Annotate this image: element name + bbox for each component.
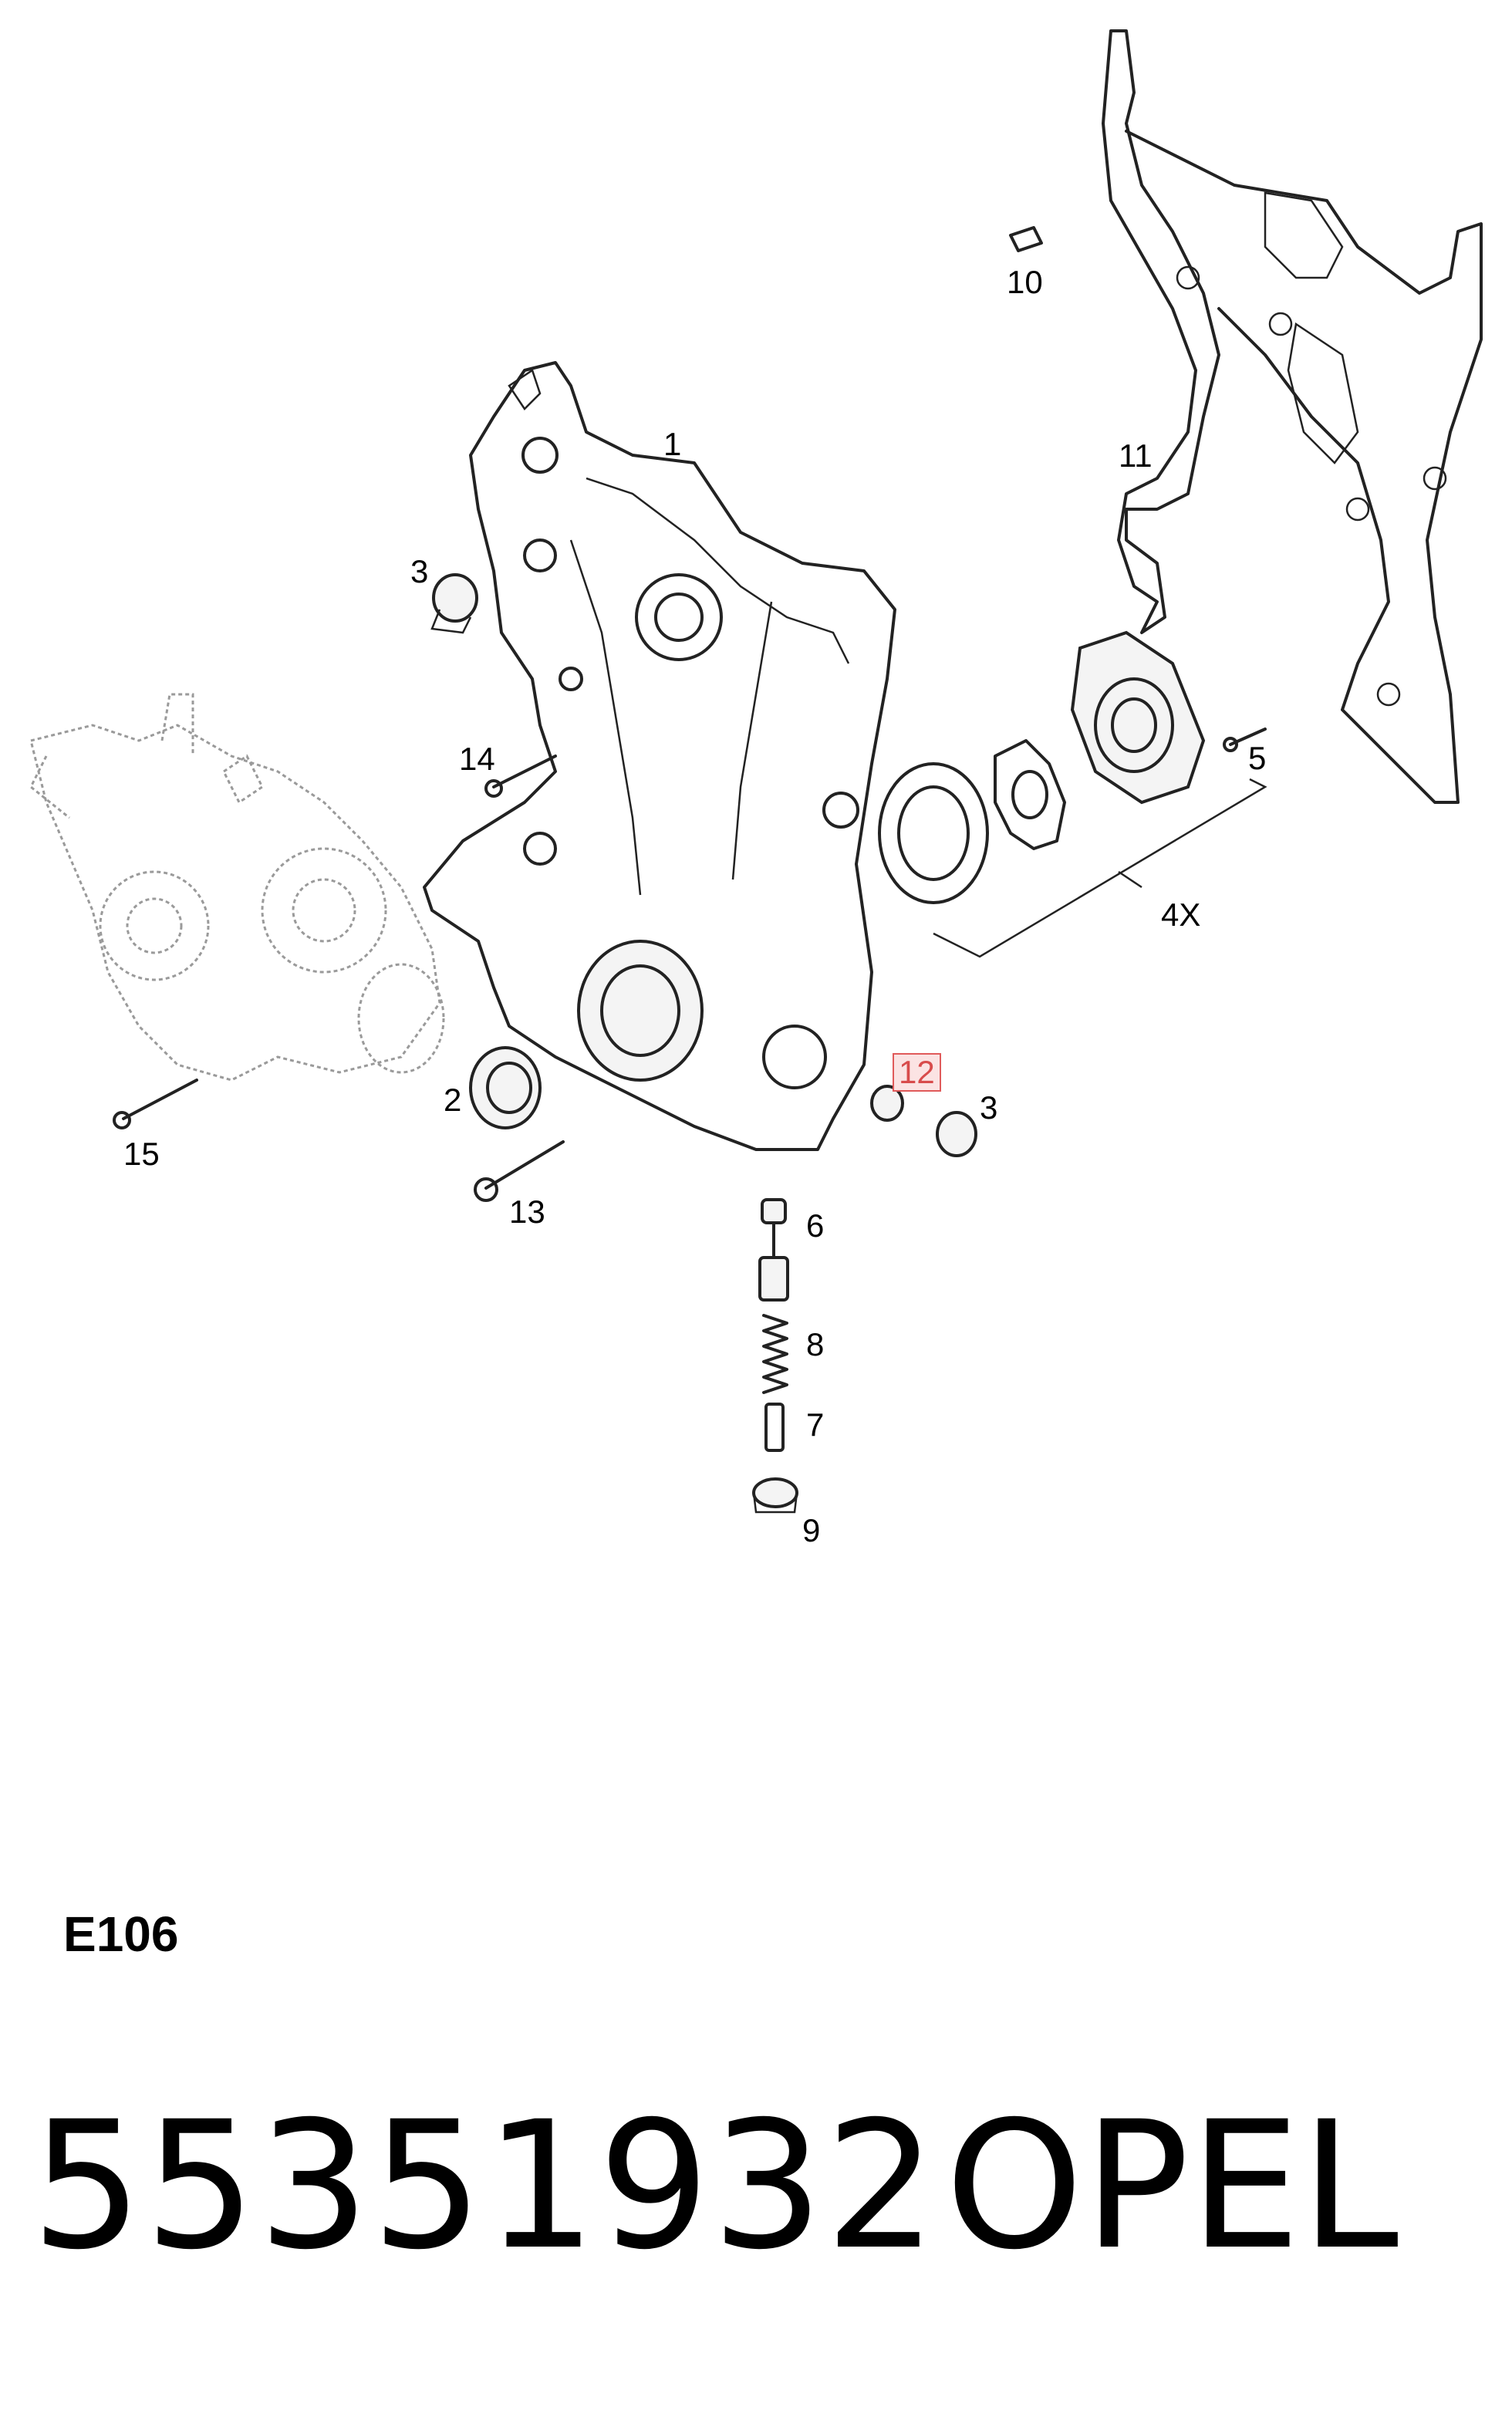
callout-5: 5 [1248,740,1267,776]
gasket [1102,29,1483,804]
callout-8: 8 [806,1326,825,1362]
callout-11: 11 [1119,437,1153,474]
inner-rotor [994,739,1066,850]
callout-14: 14 [459,741,495,777]
brand-name: OPEL [945,2083,1399,2288]
exploded-parts-diagram [29,29,1483,1514]
callout-4x: 4X [1161,896,1201,933]
timing-cover-housing [423,361,896,1151]
callout-7: 7 [806,1406,825,1443]
diagram-code: E106 [63,1906,179,1962]
callout-15: 15 [123,1136,160,1172]
callout-6: 6 [806,1207,825,1244]
callout-12[interactable]: 12 [893,1053,941,1092]
outer-rotor [878,762,989,904]
part-number: 55351932 [31,2083,939,2288]
pump-cover-plate [1070,630,1206,805]
small-parts [113,226,1267,1514]
callout-3-lower: 3 [980,1089,998,1126]
callout-13: 13 [509,1193,545,1230]
callout-1: 1 [663,426,682,462]
callout-3-upper: 3 [410,553,429,589]
callout-10: 10 [1007,264,1043,300]
callout-2: 2 [444,1082,462,1118]
water-pump-ghost [29,693,445,1082]
bracket-4x [933,778,1267,958]
callout-9: 9 [802,1512,821,1548]
